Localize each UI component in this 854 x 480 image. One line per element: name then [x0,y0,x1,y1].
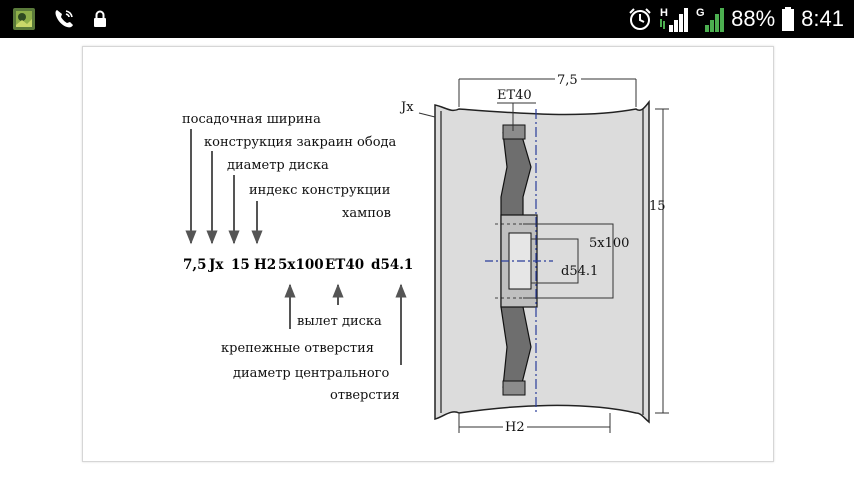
battery-percent: 88% [731,6,776,31]
wheel-width-label: 7,5 [557,73,578,88]
signal-h-icon: H [660,7,689,32]
code-center-bore: d54.1 [371,257,413,273]
status-bar-right: H G 88% 8:41 [627,4,844,34]
battery-icon [782,7,795,31]
hump-label-bg [503,419,527,433]
wheel-bolt-label: 5x100 [589,236,629,251]
label-wheel-diameter: диаметр диска [227,158,329,173]
wheel-marking-diagram: посадочная ширина конструкция закраин об… [182,72,669,435]
lock-icon [94,10,106,27]
network-h-label: H [660,7,668,19]
flange-leader [418,112,436,118]
code-diameter: 15 [231,257,250,273]
rim-body [434,99,650,424]
wheel-diameter-label: 15 [649,199,666,214]
label-bolt-holes: крепежные отверстия [221,341,374,356]
center-bore-dimension [531,238,579,284]
bolt-pattern-dimension [523,223,614,299]
label-seat-width: посадочная ширина [182,112,321,127]
clock-time: 8:41 [801,6,844,31]
phone-call-icon [55,10,73,28]
label-hump-index: индекс конструкции [249,183,390,198]
status-bar-left [12,7,108,31]
label-humps: хампов [342,206,391,221]
code-flange: Jx [208,257,224,273]
wheel-cross-section: 5x100 d54.1 7,5 ET40 Jx 15 [399,72,669,435]
network-g-label: G [696,7,705,19]
label-center-bore-1: диаметр центрального [233,366,389,381]
wheel-offset-label: ET40 [497,88,532,103]
wheel-bore-label: d54.1 [561,264,598,279]
code-width: 7,5 [183,257,207,273]
bolt-top [502,124,526,140]
wheel-flange-label: Jx [399,100,414,115]
signal-g-icon: G [696,7,725,32]
code-hump: H2 [254,257,276,273]
label-offset: вылет диска [297,314,382,329]
wheel-marking-diagram-card: посадочная ширина конструкция закраин об… [82,46,774,462]
code-offset: ET40 [325,257,364,273]
label-center-bore-2: отверстия [330,388,400,403]
code-bolt-pattern: 5x100 [278,257,324,273]
label-flange-design: конструкция закраин обода [204,135,397,150]
status-bar: H G 88% 8:41 [0,0,854,38]
bolt-bottom [502,380,526,396]
gallery-thumbnail-icon [13,8,35,30]
width-label-bg [555,72,581,86]
alarm-clock-icon [629,8,651,30]
wheel-hump-label: H2 [505,420,525,435]
